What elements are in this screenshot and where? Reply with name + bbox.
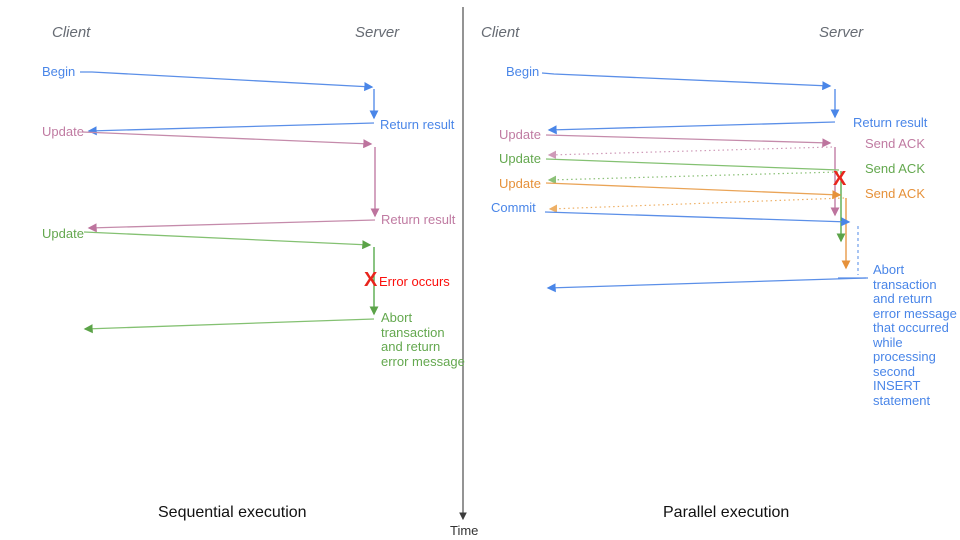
right-return-result-label: Return result: [853, 115, 928, 130]
right-return-result-arrow: [547, 121, 836, 135]
right-update-2-label: Update: [499, 151, 541, 166]
right-abort-message: Abort transaction and return error messa…: [873, 262, 957, 408]
right-abort-return-arrow: [546, 277, 867, 293]
right-begin-request-arrow: [541, 72, 832, 91]
right-update-3-request-arrow: [545, 182, 842, 200]
right-update-2-request-arrow: [545, 158, 840, 171]
left-return-result-2-label: Return result: [381, 212, 456, 227]
left-server-header: Server: [355, 24, 400, 41]
right-send-ack-2-arrow: [547, 171, 839, 185]
right-client-header: Client: [481, 24, 520, 41]
left-error-x-icon: X: [364, 269, 378, 291]
left-begin-request-arrow: [80, 71, 374, 92]
left-caption: Sequential execution: [158, 504, 307, 521]
left-update-1-label: Update: [42, 124, 84, 139]
right-send-ack-2-label: Send ACK: [865, 161, 925, 176]
left-return-result-1-arrow: [87, 122, 375, 136]
left-error-occurs-label: Error occurs: [379, 274, 450, 289]
left-update-2-label: Update: [42, 226, 84, 241]
right-update-1-request-arrow: [545, 134, 832, 148]
right-send-ack-3-arrow: [548, 197, 845, 213]
right-send-ack-3-label: Send ACK: [865, 186, 925, 201]
right-update-3-label: Update: [499, 176, 541, 191]
right-send-ack-1-label: Send ACK: [865, 136, 925, 151]
right-begin-label: Begin: [506, 64, 540, 79]
right-commit-request-arrow: [544, 211, 851, 227]
time-axis-label: Time: [450, 523, 479, 538]
left-return-result-1-label: Return result: [380, 117, 455, 132]
right-server-header: Server: [819, 24, 864, 41]
left-abort-return-arrow: [83, 318, 375, 334]
right-commit-label: Commit: [491, 200, 536, 215]
right-caption: Parallel execution: [663, 504, 790, 521]
left-update-2-request-arrow: [83, 231, 372, 250]
left-client-header: Client: [52, 24, 91, 41]
right-update-1-label: Update: [499, 127, 541, 142]
left-return-result-2-arrow: [87, 219, 376, 233]
right-send-ack-1-arrow: [547, 146, 833, 159]
left-begin-label: Begin: [42, 64, 76, 79]
left-abort-message: Abort transaction and return error messa…: [381, 310, 465, 369]
right-error-x-icon: X: [833, 168, 847, 190]
left-update-1-request-arrow: [81, 131, 373, 149]
